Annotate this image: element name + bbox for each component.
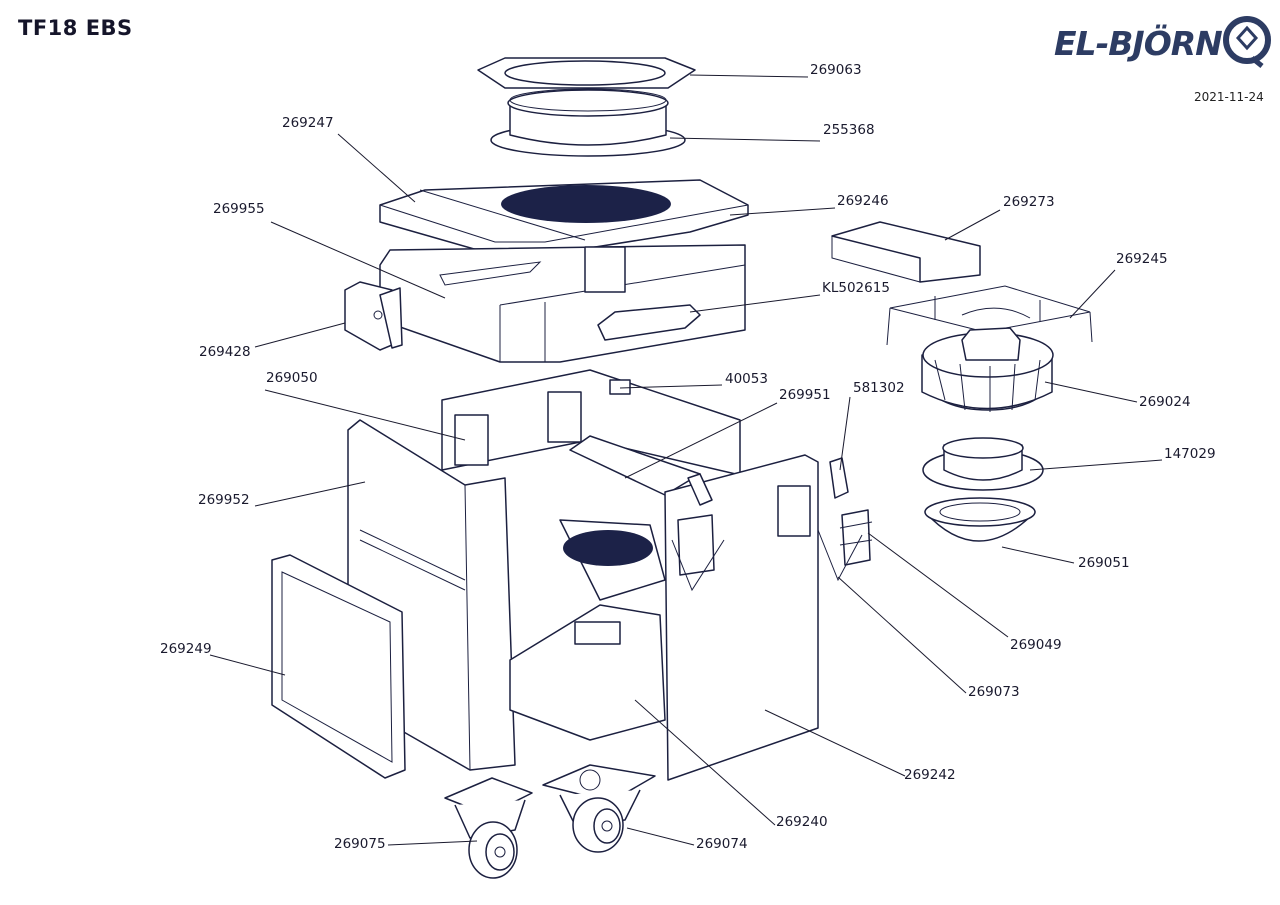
part-label: 269249 xyxy=(160,641,212,657)
brand-logo-text: EL-BJÖRN xyxy=(1054,24,1223,63)
brand-logo: EL-BJÖRN xyxy=(1054,14,1272,70)
collar-ring xyxy=(490,88,686,157)
upper-housing xyxy=(379,244,746,363)
filter-panel xyxy=(271,554,406,779)
part-label: 269051 xyxy=(1078,555,1130,571)
castor-swivel xyxy=(542,764,656,853)
part-label: 269273 xyxy=(1003,194,1055,210)
part-label: 581302 xyxy=(853,380,905,396)
castor-fixed xyxy=(444,777,533,879)
part-label: 269024 xyxy=(1139,394,1191,410)
part-label: 269952 xyxy=(198,492,250,508)
part-label: 269245 xyxy=(1116,251,1168,267)
part-label: 269050 xyxy=(266,370,318,386)
front-door xyxy=(664,454,849,781)
revision-date: 2021-11-24 xyxy=(1194,90,1264,104)
hinge-and-handle xyxy=(817,509,873,582)
flange-plate xyxy=(477,57,696,89)
inlet-bowl xyxy=(924,497,1036,542)
part-label: 269955 xyxy=(213,201,265,217)
part-label: 269049 xyxy=(1010,637,1062,653)
part-label: 269246 xyxy=(837,193,889,209)
leader-lines xyxy=(209,74,1163,846)
part-label: 269428 xyxy=(199,344,251,360)
part-label: 269074 xyxy=(696,836,748,852)
part-label: 269242 xyxy=(904,767,956,783)
top-lid xyxy=(379,179,749,256)
part-label: 269247 xyxy=(282,115,334,131)
inlet-ring xyxy=(922,437,1044,491)
part-label: 269075 xyxy=(334,836,386,852)
part-label: 269951 xyxy=(779,387,831,403)
side-bracket xyxy=(344,281,403,351)
part-label: KL502615 xyxy=(822,280,890,296)
bear-emblem-icon xyxy=(1223,16,1271,68)
diagram-title: TF18 EBS xyxy=(18,16,133,40)
part-label: 269063 xyxy=(810,62,862,78)
part-label: 255368 xyxy=(823,122,875,138)
part-label: 147029 xyxy=(1164,446,1216,462)
fan-mount-frame xyxy=(886,285,1093,346)
part-label: 40053 xyxy=(725,371,768,387)
part-label: 269073 xyxy=(968,684,1020,700)
service-cover xyxy=(831,221,981,283)
part-label: 269240 xyxy=(776,814,828,830)
radial-fan xyxy=(921,327,1054,412)
